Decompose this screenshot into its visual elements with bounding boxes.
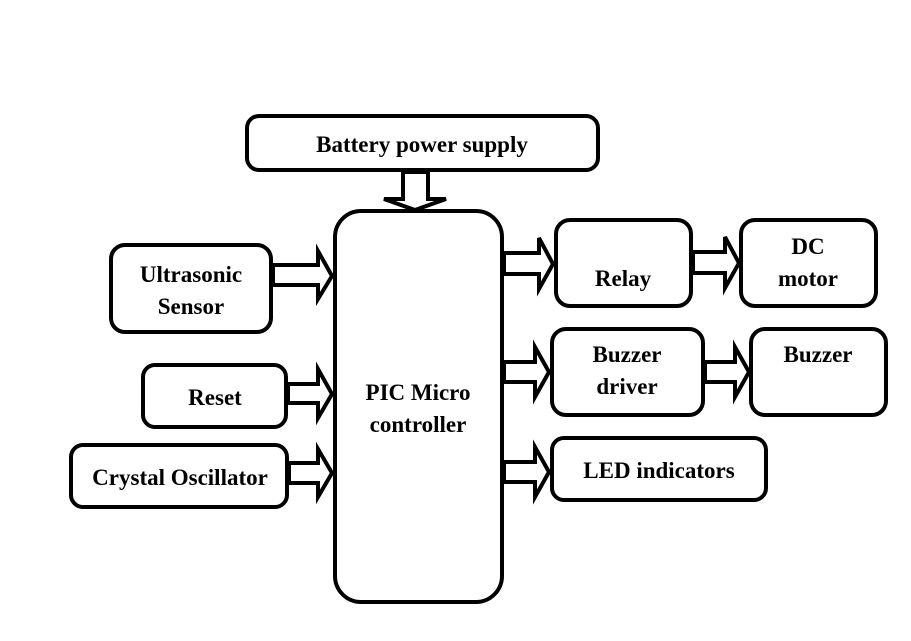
battery-power-supply-label: Battery power supply [316, 132, 528, 157]
buzzer-driver-to-buzzer-arrow [703, 339, 752, 405]
buzzer-label: Buzzer [784, 342, 853, 367]
crystal-oscillator-label: Crystal Oscillator [92, 465, 268, 490]
led-indicators-label: LED indicators [583, 458, 734, 483]
pic-to-buzzer-driver-arrow [502, 339, 552, 405]
pic-to-led-arrow [502, 439, 552, 505]
dc-motor-label-line1: DC [791, 234, 824, 259]
pic-microcontroller-label-line2: controller [370, 412, 467, 437]
dc-motor-label-line2: motor [778, 266, 838, 291]
pic-microcontroller-label-line1: PIC Micro [366, 380, 471, 405]
ultrasonic-sensor-block [109, 243, 273, 334]
dc-motor-block [739, 218, 878, 308]
ultrasonic-sensor-label-line2: Sensor [158, 294, 224, 319]
ultrasonic-sensor-label-line1: Ultrasonic [140, 262, 242, 287]
buzzer-driver-label-line2: driver [596, 374, 657, 399]
relay-to-dcmotor-arrow [691, 236, 742, 296]
reset-label: Reset [188, 385, 242, 410]
ultrasonic-to-pic-arrow [271, 243, 335, 307]
led-indicators-block [550, 436, 768, 502]
relay-label: Relay [595, 266, 652, 291]
buzzer-driver-label-line1: Buzzer [593, 342, 662, 367]
reset-to-pic-arrow [286, 361, 335, 426]
battery-to-pic-arrow [383, 170, 447, 213]
crystal-to-pic-arrow [287, 441, 335, 505]
pic-to-relay-arrow [502, 237, 556, 297]
pic-microcontroller-block [333, 209, 504, 604]
relay-block [554, 218, 693, 308]
